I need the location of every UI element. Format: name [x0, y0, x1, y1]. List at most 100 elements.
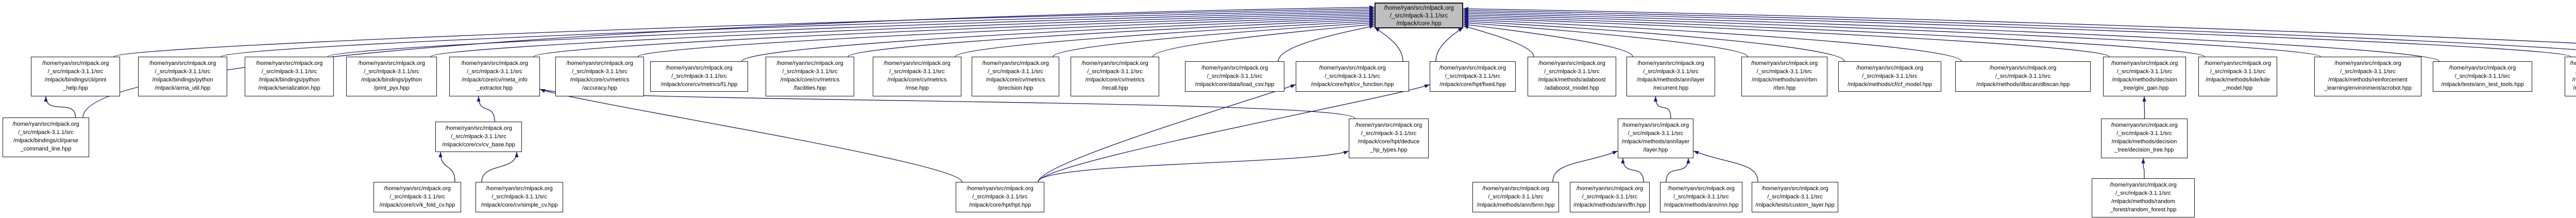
node-label-line: /_src/mlpack-3.1.1/src: [467, 69, 522, 75]
graph-node-ann-test-tools[interactable]: /home/ryan/src/mlpack.org /_src/mlpack-3.…: [2433, 61, 2532, 92]
node-label-line: /_src/mlpack-3.1.1/src: [389, 194, 445, 200]
node-label-line: /mlpack/methods/decision: [2112, 77, 2177, 83]
include-edge: [1463, 19, 1962, 62]
node-label-line: /mlpack/methods/decision: [2111, 139, 2177, 145]
node-label-line: /home/ryan/src/mlpack.org: [967, 186, 1033, 192]
graph-node-random-forest[interactable]: /home/ryan/src/mlpack.org /_src/mlpack-3.…: [2092, 178, 2195, 217]
graph-node-simple-cv[interactable]: /home/ryan/src/mlpack.org/_src/mlpack-3.…: [476, 182, 563, 212]
node-label-line: /home/ryan/src/mlpack.org: [666, 65, 733, 71]
graph-node-parse-command-line[interactable]: /home/ryan/src/mlpack.org/_src/mlpack-3.…: [3, 118, 89, 157]
graph-node-recall[interactable]: /home/ryan/src/mlpack.org/_src/mlpack-3.…: [1071, 57, 1159, 96]
graph-node-k-fold-cv[interactable]: /home/ryan/src/mlpack.org/_src/mlpack-3.…: [374, 182, 461, 212]
include-edge: [430, 13, 1375, 57]
node-label-line: /home/ryan/src/mlpack.org: [1538, 60, 1605, 66]
node-label-line: /mlpack/core/cv/metrics: [986, 77, 1045, 83]
node-label-line: /_src/mlpack-3.1.1/src: [2454, 73, 2511, 79]
arrowhead: [1290, 85, 1296, 88]
node-label-line: /home/ryan/src/mlpack.org: [2110, 182, 2177, 188]
graph-node-dbscan[interactable]: /home/ryan/src/mlpack.org/_src/mlpack-3.…: [1955, 61, 2091, 92]
node-label-line: /_src/mlpack-3.1.1/src: [2565, 68, 2576, 76]
include-edge: [1463, 13, 2439, 62]
node-label-line: /home/ryan/src/mlpack.org: [1989, 65, 2057, 71]
node-label-line: /_src/mlpack-3.1.1/src: [364, 69, 419, 75]
node-label-line: /_src/mlpack-3.1.1/src: [451, 133, 506, 140]
node-label-line: _tree/decision_tree.hpp: [2114, 147, 2174, 153]
graph-node-print-pyx[interactable]: /home/ryan/src/mlpack.org/_src/mlpack-3.…: [346, 57, 437, 96]
node-label-line: /_src/mlpack-3.1.1/src: [261, 69, 317, 75]
include-edge: [637, 16, 1375, 57]
node-label-line: /recurrent.hpp: [1653, 85, 1689, 91]
graph-node-adaboost-model[interactable]: /home/ryan/src/mlpack.org/_src/mlpack-3.…: [1528, 57, 1616, 96]
node-label-line: /mlpack/bindings/python: [259, 77, 320, 83]
include-edge: [955, 21, 1375, 57]
graph-node-deduce-hp-types[interactable]: /home/ryan/src/mlpack.org/_src/mlpack-3.…: [1349, 119, 1429, 158]
graph-node-gini-gain[interactable]: /home/ryan/src/mlpack.org/_src/mlpack-3.…: [2103, 57, 2186, 96]
node-label-line: /home/ryan/src/mlpack.org: [2449, 65, 2516, 71]
node-label-line: /home/ryan/src/mlpack.org: [1668, 186, 1735, 192]
graph-node-kde-model[interactable]: /home/ryan/src/mlpack.org/_src/mlpack-3.…: [2198, 57, 2277, 96]
graph-node-range-search-utils[interactable]: /home/ryan/src/mlpack.org /_src/mlpack-3.…: [2565, 57, 2576, 96]
node-label-line: /mlpack/methods/ann/brnn.hpp: [1477, 202, 1555, 208]
graph-node-facilities[interactable]: /home/ryan/src/mlpack.org/_src/mlpack-3.…: [766, 57, 854, 96]
node-label-line: /mlpack/core/cv/metrics: [780, 77, 840, 83]
graph-node-cv-function[interactable]: /home/ryan/src/mlpack.org/_src/mlpack-3.…: [1296, 61, 1409, 92]
graph-node-layer[interactable]: /home/ryan/src/mlpack.org/_src/mlpack-3.…: [1618, 119, 1693, 158]
node-label-line: /home/ryan/src/mlpack.org: [2570, 60, 2576, 66]
node-label-line: /home/ryan/src/mlpack.org: [12, 121, 79, 127]
node-label-line: /home/ryan/src/mlpack.org: [1384, 5, 1454, 11]
graph-node-acrobot[interactable]: /home/ryan/src/mlpack.org/_src/mlpack-3.…: [2314, 57, 2421, 96]
graph-node-brnn[interactable]: /home/ryan/src/mlpack.org/_src/mlpack-3.…: [1472, 182, 1559, 212]
node-label-line: /home/ryan/src/mlpack.org: [776, 60, 843, 66]
graph-node-core[interactable]: /home/ryan/src/mlpack.org /_src/mlpack-3.…: [1375, 3, 1463, 28]
node-label-line: /home/ryan/src/mlpack.org: [2111, 60, 2178, 66]
node-label-line: /mlpack/methods/ann/ffn.hpp: [1573, 202, 1647, 208]
graph-node-rnn[interactable]: /home/ryan/src/mlpack.org/_src/mlpack-3.…: [1660, 182, 1742, 212]
graph-node-fixed[interactable]: /home/ryan/src/mlpack.org/_src/mlpack-3.…: [1430, 61, 1516, 92]
node-label-line: /home/ryan/src/mlpack.org: [1622, 122, 1689, 128]
include-edge: [1463, 24, 1633, 57]
arrowhead: [1375, 27, 1380, 32]
graph-node-meta-info-extractor[interactable]: /home/ryan/src/mlpack.org/_src/mlpack-3.…: [449, 57, 540, 96]
arrowhead: [1463, 7, 1469, 11]
graph-node-cv-base[interactable]: /home/ryan/src/mlpack.org /_src/mlpack-3.…: [435, 122, 522, 152]
arrowhead: [1424, 85, 1430, 88]
graph-node-mse[interactable]: /home/ryan/src/mlpack.org/_src/mlpack-3.…: [873, 57, 961, 96]
arrowhead: [1621, 158, 1625, 163]
graph-node-accuracy[interactable]: /home/ryan/src/mlpack.org/_src/mlpack-3.…: [555, 57, 644, 96]
node-label-line: /_src/mlpack-3.1.1/src: [1389, 13, 1448, 19]
graph-node-cf-model[interactable]: /home/ryan/src/mlpack.org/_src/mlpack-3.…: [1838, 61, 1941, 92]
graph-node-rbm[interactable]: /home/ryan/src/mlpack.org/_src/mlpack-3.…: [1741, 57, 1827, 96]
include-edge: [1153, 24, 1375, 57]
graph-node-hpt[interactable]: /home/ryan/src/mlpack.org/_src/mlpack-3.…: [956, 182, 1044, 212]
graph-node-print-help[interactable]: /home/ryan/src/mlpack.org/_src/mlpack-3.…: [31, 57, 120, 96]
node-label-line: /_src/mlpack-3.1.1/src: [1756, 69, 1812, 75]
node-label-line: _model.hpp: [2223, 85, 2253, 91]
node-label-line: /_src/mlpack-3.1.1/src: [155, 69, 211, 75]
node-label-line: _help.hpp: [63, 85, 88, 91]
node-label-line: /facilities.hpp: [793, 85, 826, 91]
node-label-line: /home/ryan/src/mlpack.org: [445, 125, 512, 131]
graph-node-recurrent[interactable]: /home/ryan/src/mlpack.org/_src/mlpack-3.…: [1626, 57, 1715, 96]
node-label-line: /mlpack/core/cv/k_fold_cv.hpp: [379, 202, 455, 208]
node-label-line: /_src/mlpack-3.1.1/src: [2115, 190, 2171, 196]
node-label-line: /_src/mlpack-3.1.1/src: [1643, 69, 1699, 75]
node-label-line: /home/ryan/src/mlpack.org: [149, 60, 216, 66]
graph-node-load-csv[interactable]: /home/ryan/src/mlpack.org/_src/mlpack-3.…: [1185, 61, 1284, 92]
node-label-line: /_src/mlpack-3.1.1/src: [1862, 73, 1918, 79]
include-edge: [539, 89, 962, 182]
graph-node-decision-tree[interactable]: /home/ryan/src/mlpack.org/_src/mlpack-3.…: [2101, 119, 2188, 158]
graph-node-arma-util[interactable]: /home/ryan/src/mlpack.org /_src/mlpack-3.…: [138, 57, 227, 96]
graph-node-custom-layer[interactable]: /home/ryan/src/mlpack.org/_src/mlpack-3.…: [1752, 182, 1838, 212]
graph-node-serialization[interactable]: /home/ryan/src/mlpack.org/_src/mlpack-3.…: [245, 57, 334, 96]
include-edge: [1435, 27, 1464, 62]
graph-node-f1[interactable]: /home/ryan/src/mlpack.org/_src/mlpack-3.…: [650, 61, 748, 92]
graph-node-precision[interactable]: /home/ryan/src/mlpack.org/_src/mlpack-3.…: [972, 57, 1059, 96]
node-label-line: /mlpack/core/hpt/fixed.hpp: [1439, 81, 1506, 88]
include-edge: [327, 11, 1375, 57]
arrowhead: [1686, 158, 1690, 163]
node-label-line: /_src/mlpack-3.1.1/src: [492, 194, 547, 200]
node-label-line: /_src/mlpack-3.1.1/src: [1767, 194, 1823, 200]
graph-node-ffn[interactable]: /home/ryan/src/mlpack.org/_src/mlpack-3.…: [1570, 182, 1650, 212]
include-edge: [1463, 22, 1748, 57]
node-label-line: /mlpack/tests/ann_test_tools.hpp: [2441, 81, 2524, 88]
